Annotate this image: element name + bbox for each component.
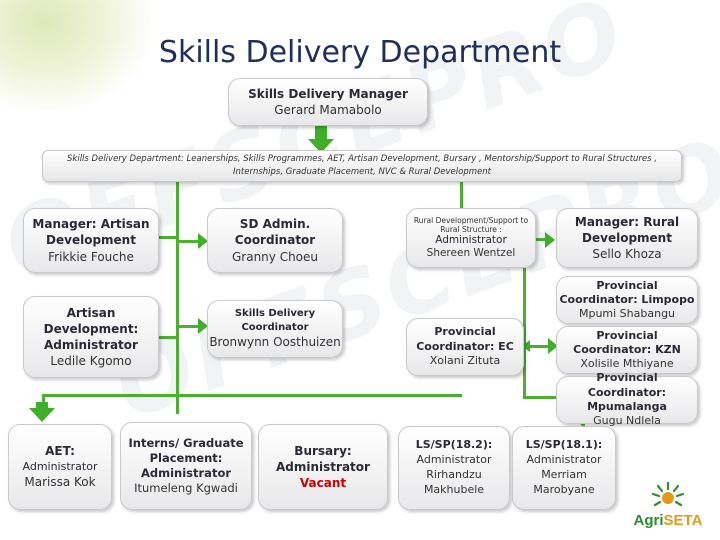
rural-admin-name: Shereen Wentzel [426,247,516,260]
pc-ec-box: Provincial Coordinator: EC Xolani Zituta [406,318,524,376]
connector-bottom-branch [42,394,462,397]
bursary-box: Bursary: Administrator Vacant [258,424,388,510]
pc-limpopo-box: Provincial Coordinator: Limpopo Mpumi Sh… [556,276,698,324]
manager-title: Skills Delivery Manager [248,86,408,101]
artisan-manager-title: Manager: Artisan Development [32,217,150,248]
artisan-admin-box: Artisan Development: Administrator Ledil… [23,296,159,378]
arrow-stem-manager [315,126,327,140]
manager-name: Gerard Mamabolo [274,103,382,117]
agriseta-sun-icon [651,481,685,507]
artisan-manager-name: Frikkie Fouche [48,249,134,264]
connector-rural-admin [460,182,463,212]
sd-admin-title: SD Admin. Coordinator [234,217,316,248]
arrow-left-pc-ec [522,340,530,352]
rural-manager-title: Manager: Rural Development [574,214,680,245]
sd-coordinator-title: Skills Delivery Coordinator [234,308,316,333]
bursary-title: Bursary: Administrator [276,443,370,474]
ls-182-subtitle: Administrator [416,453,492,467]
connector-right-trunk [523,268,526,398]
pc-ec-name: Xolani Zituta [429,354,501,368]
aet-name: Marissa Kok [24,475,96,490]
pc-ec-title: Provincial Coordinator: EC [416,324,514,353]
interns-box: Interns/ Graduate Placement: Administrat… [120,422,252,510]
pc-mpumalanga-title: Provincial Coordinator: Mpumalanga [587,371,667,413]
agriseta-logo: AgriSETA [618,478,718,536]
arrow-stem-aet [36,402,48,410]
pc-kzn-box: Provincial Coordinator: KZN Xolisile Mth… [556,326,698,374]
arrow-right-rural-manager [545,232,555,248]
ls-181-title: LS/SP(18.1): [525,438,603,452]
rural-manager-name: Sello Khoza [592,247,662,262]
ls-181-subtitle: Administrator [526,453,602,467]
rural-admin-box: Rural Development/Support to Rural Struc… [406,208,536,268]
logo-agri: Agri [633,512,664,529]
sd-coordinator-box: Skills Delivery Coordinator Bronwynn Oos… [207,300,343,358]
pc-kzn-title: Provincial Coordinator: KZN [573,328,681,356]
artisan-admin-name: Ledile Kgomo [50,354,132,369]
rural-manager-box: Manager: Rural Development Sello Khoza [556,208,698,268]
artisan-manager-box: Manager: Artisan Development Frikkie Fou… [23,208,159,273]
connector-right-bottom [523,396,583,399]
connector-left-trunk [176,182,179,414]
rural-admin-subtitle: Administrator [435,234,507,247]
artisan-admin-title: Artisan Development: Administrator [43,305,139,352]
pc-limpopo-name: Mpumi Shabangu [578,307,676,321]
rural-admin-title: Rural Development/Support to Rural Struc… [413,215,529,234]
aet-title: AET: [45,444,75,459]
logo-seta: SETA [663,512,703,529]
ls-182-title: LS/SP(18.2): [415,438,493,452]
pc-kzn-name: Xolisile Mthiyane [580,357,674,371]
page-title: Skills Delivery Department [158,35,562,70]
pc-mpumalanga-box: Provincial Coordinator: Mpumalanga Gugu … [556,371,698,427]
aet-subtitle: Administrator [22,459,98,473]
interns-name: Itumeleng Kgwadi [134,480,238,495]
ls-181-box: LS/SP(18.1): Administrator Merriam Marob… [512,426,616,510]
sd-admin-box: SD Admin. Coordinator Granny Choeu [207,208,343,273]
interns-title: Interns/ Graduate Placement: Administrat… [128,436,244,480]
arrow-down-manager [308,139,334,153]
arrow-right-sd-admin [198,233,208,249]
connector-artisan-admin [144,336,176,339]
sd-admin-name: Granny Choeu [231,249,319,264]
skills-delivery-manager-box: Skills Delivery Manager Gerard Mamabolo [228,78,428,126]
ls-182-name: Rirhandzu Makhubele [423,468,485,496]
aet-box: AET: Administrator Marissa Kok [8,424,112,510]
banner-line-1: Skills Delivery Department: Leanerships,… [67,154,657,164]
banner-line-2: Internships, Graduate Placement, NVC & R… [233,167,491,177]
leaf-background [0,0,150,110]
department-scope-banner: Skills Delivery Department: Leanerships,… [42,150,682,182]
sd-coordinator-name: Bronwynn Oosthuizen [209,335,341,350]
connector-sd-admin [176,240,206,243]
pc-mpumalanga-name: Gugu Ndlela [593,414,661,428]
connector-pc-kzn [525,345,555,348]
connector-artisan-manager [144,236,176,239]
ls-181-name: Merriam Marobyane [533,468,595,496]
agriseta-wordmark: AgriSETA [618,512,718,529]
arrow-right-pc-kzn [548,338,558,354]
arrow-right-sd-coordinator [198,318,208,334]
connector-sd-coordinator [176,325,206,328]
pc-limpopo-title: Provincial Coordinator: Limpopo [559,278,695,306]
bursary-vacant: Vacant [299,476,347,491]
arrow-down-aet [29,408,55,422]
ls-182-box: LS/SP(18.2): Administrator Rirhandzu Mak… [398,426,510,510]
